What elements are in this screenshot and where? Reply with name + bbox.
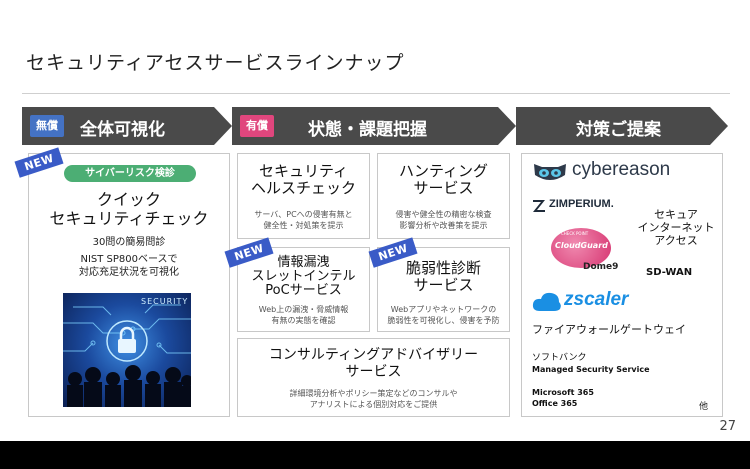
cloudguard-logo: CHECK POINT CloudGuard Dome9 bbox=[547, 226, 627, 276]
softbank-mss: ソフトバンク Managed Security Service bbox=[532, 353, 650, 374]
vuln-scan-desc: Webアプリやネットワークの 脆弱性を可視化し、侵害を予防 bbox=[387, 305, 500, 325]
hunting-card bbox=[377, 153, 510, 239]
threat-intel-card bbox=[237, 247, 370, 332]
stage-label-propose: 対策ご提案 bbox=[576, 120, 661, 140]
zscaler-text: zscaler bbox=[564, 289, 629, 310]
free-tag: 無償 bbox=[30, 115, 64, 137]
cloudguard-blob bbox=[551, 228, 611, 268]
firewall-gateway-label: ファイアウォールゲートウェイ bbox=[532, 323, 686, 336]
circuit-lock-icon bbox=[63, 304, 191, 407]
vuln-scan-card bbox=[377, 247, 510, 332]
stage-arrow-propose: 対策ご提案 bbox=[516, 107, 728, 145]
zimperium-logo: ZIMPERIUM. bbox=[532, 198, 642, 214]
cyber-risk-pill: サイバーリスク検診 bbox=[64, 165, 196, 182]
title-divider bbox=[22, 93, 730, 94]
hunting-desc: 侵害や健全性の精密な検査 影響分析や改善策を提示 bbox=[395, 210, 492, 230]
dome9-text: Dome9 bbox=[583, 262, 619, 272]
hunting-title: ハンティング サービス bbox=[398, 162, 489, 197]
cybereason-text: cybereason bbox=[572, 159, 671, 180]
stage-label-visualize: 全体可視化 bbox=[80, 120, 165, 140]
vuln-scan-title: 脆弱性診断 サービス bbox=[405, 259, 481, 294]
slide: セキュリティアセスサービスラインナップ 無償 全体可視化 有償 状態・課題把握 … bbox=[0, 0, 750, 441]
others-label: 他 bbox=[699, 402, 709, 412]
zimperium-z-icon bbox=[533, 200, 545, 212]
quick-check-desc: 30問の簡易問診 NIST SP800ベースで 対応充足状況を可視化 bbox=[79, 237, 179, 278]
stage-arrow-free: 無償 全体可視化 bbox=[22, 107, 232, 145]
health-check-card bbox=[237, 153, 370, 239]
stage-label-assess: 状態・課題把握 bbox=[308, 120, 427, 140]
consulting-desc: 詳細環境分析やポリシー策定などのコンサルや アナリストによる個別対応をご提供 bbox=[289, 389, 458, 409]
secure-internet-access: セキュア インターネット アクセス bbox=[637, 208, 715, 247]
health-check-title: セキュリティ ヘルスチェック bbox=[250, 162, 356, 197]
security-image-text: SECURITY bbox=[141, 297, 189, 306]
zscaler-cloud-icon bbox=[532, 292, 561, 311]
threat-intel-desc: Web上の漏洩・脅威情報 有無の実態を確認 bbox=[258, 305, 349, 325]
cloudguard-text: CloudGuard bbox=[555, 241, 608, 250]
stage-arrow-paid: 有償 状態・課題把握 bbox=[232, 107, 516, 145]
zscaler-logo: zscaler bbox=[532, 289, 652, 315]
quick-check-title: クイック セキュリティチェック bbox=[49, 190, 209, 228]
cybereason-logo: cybereason bbox=[532, 159, 702, 185]
microsoft-365: Microsoft 365 Office 365 bbox=[532, 388, 594, 408]
consulting-title: コンサルティングアドバイザリー サービス bbox=[268, 347, 479, 380]
health-check-desc: サーバ、PCへの侵害有無と 健全性・対処策を提示 bbox=[254, 210, 353, 230]
security-illustration: SECURITY bbox=[63, 293, 191, 407]
page-title: セキュリティアセスサービスラインナップ bbox=[26, 52, 405, 74]
checkpoint-text: CHECK POINT bbox=[561, 231, 589, 236]
threat-intel-title: 情報漏洩 スレットインテル PoCサービス bbox=[251, 255, 356, 298]
consulting-card bbox=[237, 338, 510, 417]
owl-icon bbox=[534, 164, 566, 180]
proposal-panel bbox=[521, 153, 723, 417]
sdwan-label: SD-WAN bbox=[646, 267, 693, 278]
paid-tag: 有償 bbox=[240, 115, 274, 137]
zimperium-text: ZIMPERIUM. bbox=[549, 198, 614, 210]
page-number: 27 bbox=[719, 419, 736, 434]
